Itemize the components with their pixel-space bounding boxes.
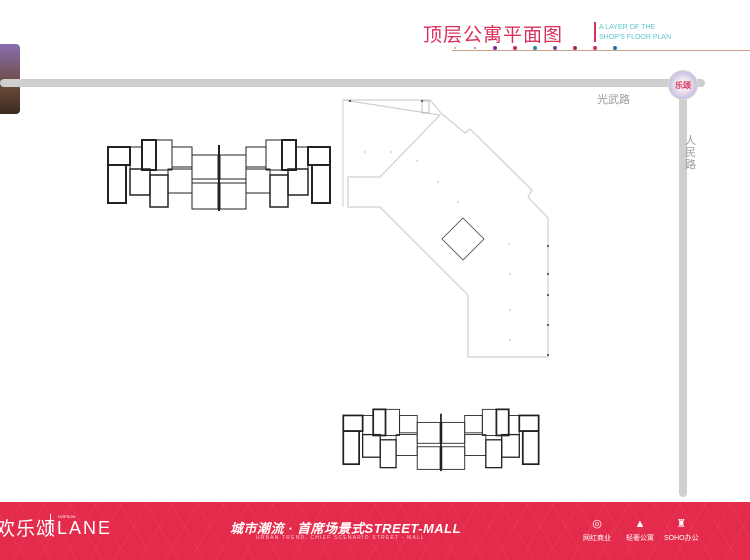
floor-plan-drawing bbox=[107, 99, 549, 472]
plan-room bbox=[219, 182, 247, 210]
plan-room bbox=[441, 446, 466, 470]
plan-room bbox=[265, 139, 283, 171]
plan-room bbox=[441, 421, 466, 444]
slogan-en: URBAN TREND, CHIEF SCENARIO STREET - MAL… bbox=[256, 535, 426, 541]
road-label-renmin: 人民路 bbox=[685, 135, 696, 171]
plan-room bbox=[107, 164, 127, 204]
atrium-void bbox=[441, 217, 485, 261]
title-underline bbox=[452, 50, 750, 51]
plan-room bbox=[269, 174, 289, 208]
brand-small: HOPSON bbox=[58, 514, 76, 519]
decor-dot bbox=[513, 46, 517, 50]
plan-room bbox=[307, 146, 331, 166]
plan-room bbox=[518, 414, 540, 432]
decor-dot bbox=[553, 46, 557, 50]
plan-room bbox=[191, 182, 219, 210]
plan-room bbox=[245, 146, 267, 168]
feature-label: SOHO办公 bbox=[664, 535, 699, 542]
road-label-guangwu: 光武路 bbox=[597, 94, 630, 106]
plan-room bbox=[141, 139, 157, 171]
feature-shop: ◎ 网红商业 bbox=[583, 518, 611, 543]
plan-room bbox=[481, 408, 497, 436]
plan-room bbox=[245, 168, 271, 194]
plan-room bbox=[342, 430, 360, 466]
plan-room bbox=[395, 434, 418, 456]
plan-room bbox=[416, 446, 441, 470]
road-guangwu bbox=[0, 79, 705, 87]
apartment-plan-south bbox=[342, 408, 540, 472]
plan-room bbox=[464, 415, 483, 434]
plan-room bbox=[464, 434, 487, 456]
apartment-plan-north bbox=[107, 139, 331, 211]
brand-name-cn: 欢乐颂 bbox=[0, 519, 57, 540]
plan-room bbox=[295, 146, 309, 170]
decor-dot bbox=[454, 47, 456, 49]
title-divider bbox=[594, 22, 596, 42]
plan-room bbox=[379, 439, 397, 469]
plan-room bbox=[191, 154, 219, 180]
plan-room bbox=[311, 164, 331, 204]
feature-label: 轻奢公寓 bbox=[626, 535, 654, 542]
plan-room bbox=[508, 415, 520, 436]
plan-room bbox=[416, 421, 441, 444]
feature-apartment: ▲ 轻奢公寓 bbox=[626, 518, 654, 543]
plan-room bbox=[372, 408, 387, 437]
plan-room bbox=[107, 146, 131, 166]
decor-dot bbox=[573, 46, 577, 50]
plan-room bbox=[155, 139, 173, 171]
plan-room bbox=[149, 174, 169, 208]
plan-room bbox=[521, 430, 540, 466]
road-renmin bbox=[679, 72, 687, 497]
feature-label: 网红商业 bbox=[583, 535, 611, 542]
feature-office: ♜ SOHO办公 bbox=[664, 518, 699, 543]
subtitle-line-1: A LAYER OF THE bbox=[599, 24, 656, 31]
footer-banner bbox=[0, 502, 750, 560]
plan-room bbox=[171, 146, 193, 168]
slogan: 城市潮流 · 首席场景式STREET-MALL bbox=[230, 521, 462, 536]
plan-room bbox=[501, 433, 520, 458]
plan-room bbox=[129, 168, 151, 196]
subtitle-line-2: SHOP'S FLOOR PLAN bbox=[599, 34, 672, 41]
commercial-building-outline bbox=[342, 99, 549, 358]
plan-room bbox=[281, 139, 297, 171]
columns bbox=[349, 100, 549, 356]
plan-room bbox=[219, 154, 247, 180]
plan-room bbox=[361, 433, 381, 458]
decor-dot bbox=[493, 46, 497, 50]
plan-room bbox=[399, 415, 418, 434]
apartment-icon: ▲ bbox=[634, 518, 646, 530]
page-subtitle: A LAYER OF THE SHOP'S FLOOR PLAN bbox=[599, 23, 671, 43]
decor-dot bbox=[613, 46, 617, 50]
plan-room bbox=[362, 415, 374, 436]
decor-dot bbox=[474, 47, 476, 49]
plan-room bbox=[485, 439, 503, 469]
plan-room bbox=[385, 408, 401, 436]
plan-room bbox=[495, 408, 510, 437]
brand-divider bbox=[50, 514, 51, 536]
office-icon: ♜ bbox=[676, 518, 687, 530]
plan-room bbox=[342, 414, 364, 432]
decor-dot bbox=[593, 46, 597, 50]
plan-room bbox=[287, 168, 309, 196]
landmark-logo: 乐颂 bbox=[668, 70, 698, 100]
plan-room bbox=[129, 146, 143, 170]
decor-dot bbox=[533, 46, 537, 50]
page-title: 顶层公寓平面图 bbox=[423, 24, 564, 46]
plan-room bbox=[167, 168, 193, 194]
brand-name-en: LANE bbox=[57, 518, 113, 538]
shop-icon: ◎ bbox=[592, 518, 602, 530]
decorative-dots bbox=[454, 46, 617, 50]
